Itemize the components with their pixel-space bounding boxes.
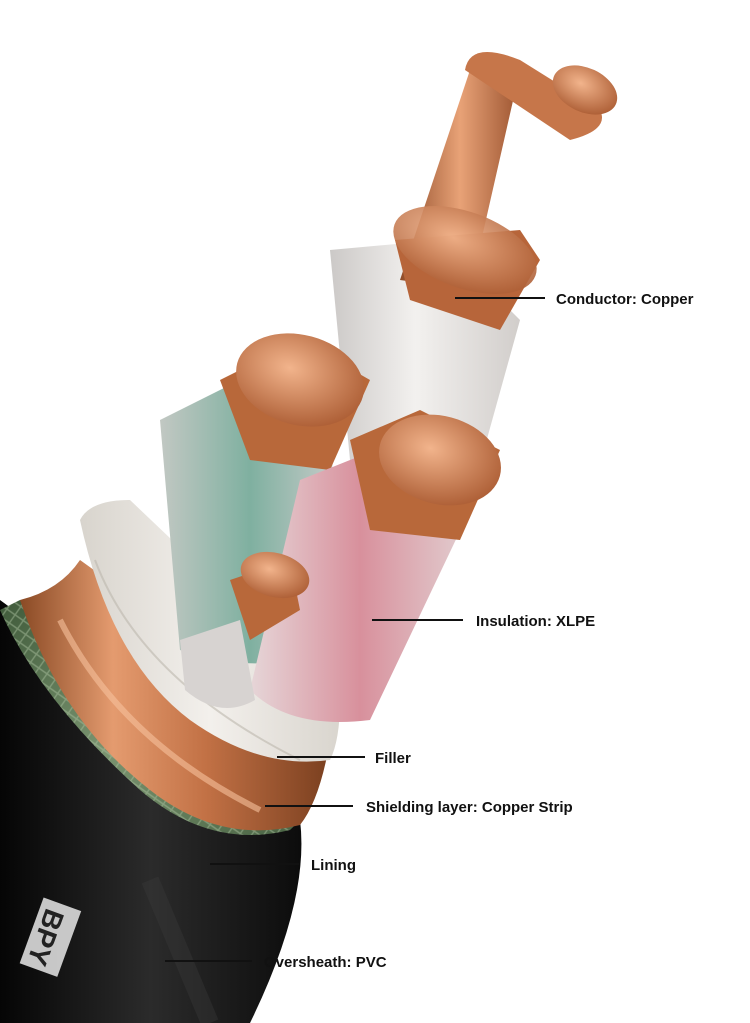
sheath-print-marking: BPY bbox=[19, 897, 82, 977]
label-oversheath: Oversheath: PVC bbox=[264, 954, 387, 971]
callout-labels: Conductor: Copper Insulation: XLPE Fille… bbox=[264, 291, 694, 971]
leader-lines bbox=[165, 297, 545, 962]
label-shielding: Shielding layer: Copper Strip bbox=[366, 799, 573, 816]
label-filler: Filler bbox=[375, 750, 411, 767]
label-conductor: Conductor: Copper bbox=[556, 291, 694, 308]
core-left-green bbox=[160, 333, 370, 664]
core-right-red bbox=[250, 410, 501, 722]
label-insulation: Insulation: XLPE bbox=[476, 613, 595, 630]
core-small-neutral bbox=[180, 551, 310, 708]
label-lining: Lining bbox=[311, 857, 356, 874]
